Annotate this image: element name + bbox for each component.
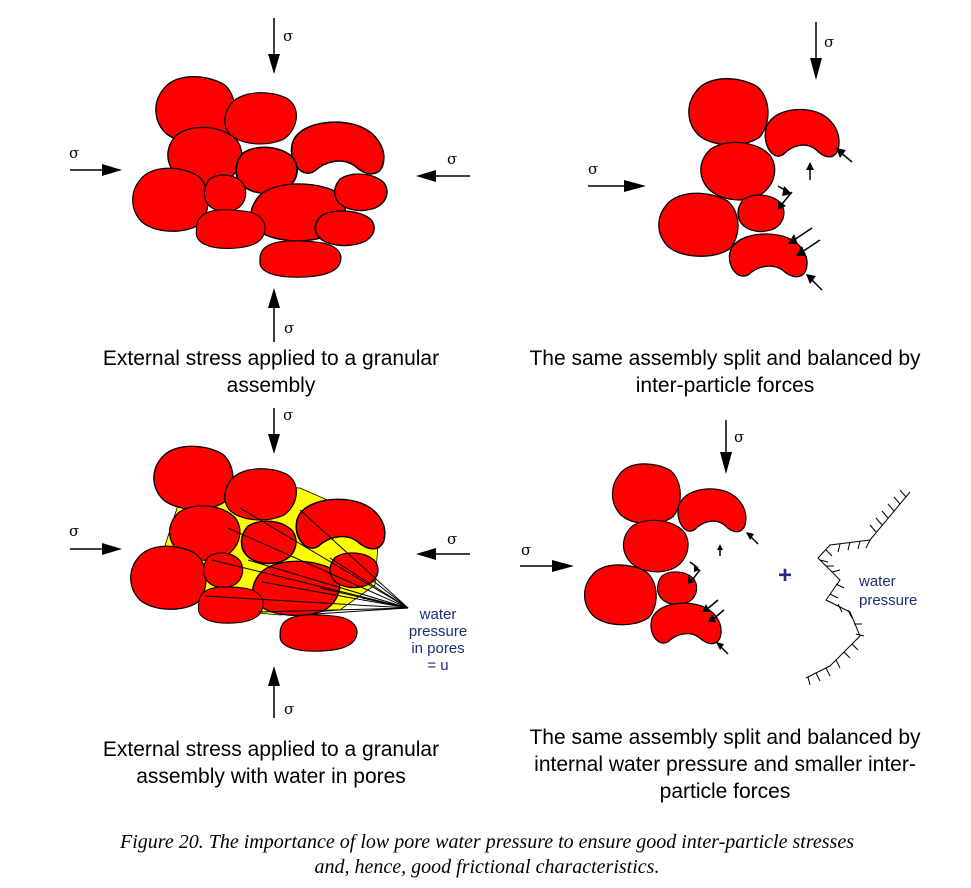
stress-arrow-left: σ: [588, 160, 646, 192]
stress-arrow-left: σ: [520, 541, 574, 572]
sigma-label: σ: [69, 522, 79, 540]
caption-line: particle forces: [660, 780, 791, 803]
stress-arrow-top: σ: [268, 406, 293, 454]
figure-caption: Figure 20. The importance of low pore wa…: [119, 831, 854, 878]
pore-pointer-lines: [204, 507, 409, 616]
water-label-line: pressure: [859, 592, 917, 609]
sigma-label: σ: [824, 33, 834, 51]
stress-arrow-top: σ: [268, 18, 293, 74]
sigma-label: σ: [521, 541, 531, 559]
sigma-label: σ: [734, 428, 744, 446]
sigma-label: σ: [447, 530, 457, 548]
stress-arrow-right: σ: [416, 150, 470, 182]
figure-caption-line: and, hence, good frictional characterist…: [315, 856, 660, 878]
annotation-line: water: [419, 606, 457, 623]
water-pressure-outline: water pressure: [805, 489, 917, 686]
panel-bottom-right: σ σ +: [520, 420, 921, 803]
sigma-label: σ: [69, 144, 79, 162]
caption-line: External stress applied to a granular: [103, 738, 439, 761]
sigma-label: σ: [447, 150, 457, 168]
stress-arrow-bottom: σ: [268, 666, 294, 718]
caption-line: The same assembly split and balanced by: [529, 726, 921, 749]
panel-top-right: σ σ The same assembly split and balanced…: [529, 22, 921, 397]
pore-pressure-annotation: water pressure in pores = u: [409, 606, 467, 674]
stress-arrow-left: σ: [69, 144, 122, 176]
caption-line: inter-particle forces: [636, 374, 815, 397]
caption-line: internal water pressure and smaller inte…: [534, 753, 916, 776]
sigma-label: σ: [284, 319, 294, 337]
stress-arrow-left: σ: [69, 522, 122, 555]
panel-bottom-left: σ σ σ σ water pressure in pores = u Exte…: [69, 406, 470, 788]
water-label-line: water: [858, 573, 896, 590]
panel-top-left: σ σ σ σ External stress applied to a gra…: [69, 18, 470, 397]
caption-line: assembly: [227, 374, 316, 397]
stress-arrow-top: σ: [720, 420, 744, 474]
stress-arrow-right: σ: [416, 530, 470, 560]
grain-cluster: [132, 75, 388, 278]
sigma-label: σ: [283, 27, 293, 45]
plus-sign: +: [778, 562, 792, 589]
sigma-label: σ: [588, 160, 598, 178]
caption-line: assembly with water in pores: [136, 765, 406, 788]
grain-cluster: [658, 77, 840, 278]
annotation-line: pressure: [409, 623, 467, 640]
stress-arrow-bottom: σ: [268, 288, 294, 342]
caption-line: The same assembly split and balanced by: [529, 347, 921, 370]
interparticle-force-arrows: [688, 532, 759, 655]
annotation-line: = u: [427, 657, 448, 674]
interparticle-force-arrows: [777, 148, 853, 291]
caption-line: External stress applied to a granular: [103, 347, 439, 370]
figure-caption-line: Figure 20. The importance of low pore wa…: [119, 831, 854, 853]
stress-arrow-top: σ: [810, 22, 834, 80]
grain-cluster: [583, 463, 747, 645]
sigma-label: σ: [283, 406, 293, 424]
annotation-line: in pores: [411, 640, 464, 657]
sigma-label: σ: [284, 700, 294, 718]
